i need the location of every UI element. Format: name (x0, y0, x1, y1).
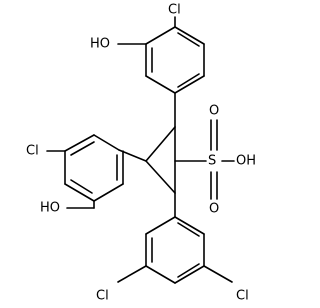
bond (145, 265, 176, 284)
bond-double-inner (177, 73, 200, 88)
chlorine-label-bottom-left: Cl (96, 289, 109, 304)
bond-double-inner (177, 32, 200, 47)
bond (117, 265, 147, 283)
chemical-structure: Cl HO Cl HO S O O OH Cl Cl (26, 3, 256, 304)
chlorine-label-left: Cl (26, 144, 39, 159)
bond (174, 265, 205, 284)
oxygen-label-top: O (209, 104, 219, 119)
bond (145, 126, 176, 162)
sulfonic-hydroxyl-label: OH (236, 154, 256, 169)
bond (93, 183, 124, 202)
bond (93, 134, 120, 151)
bond (174, 75, 205, 94)
chlorine-label-bottom-right: Cl (236, 289, 249, 304)
bond-double-inner (70, 141, 95, 156)
hydroxyl-label-left: HO (40, 201, 60, 216)
bond (145, 75, 176, 94)
bond (174, 26, 205, 45)
hydroxyl-label-top: HO (90, 37, 110, 52)
bond (203, 265, 233, 283)
bond-double-inner (177, 263, 200, 278)
ring-bottom (117, 192, 233, 284)
bond-double-inner (70, 179, 93, 194)
bond (174, 216, 205, 235)
chlorine-label-top: Cl (168, 3, 181, 18)
sulfur-label: S (208, 154, 216, 169)
bond-double-inner (177, 222, 200, 237)
oxygen-label-bottom: O (209, 202, 219, 217)
ring-left (46, 134, 147, 209)
bond (145, 216, 176, 235)
central-carbon-bonds (145, 126, 176, 194)
bond (145, 160, 176, 194)
bond (64, 134, 95, 152)
bond (145, 26, 176, 45)
ring-top-right (117, 16, 205, 128)
sulfonic-acid-group (174, 119, 235, 200)
bond (64, 183, 95, 202)
